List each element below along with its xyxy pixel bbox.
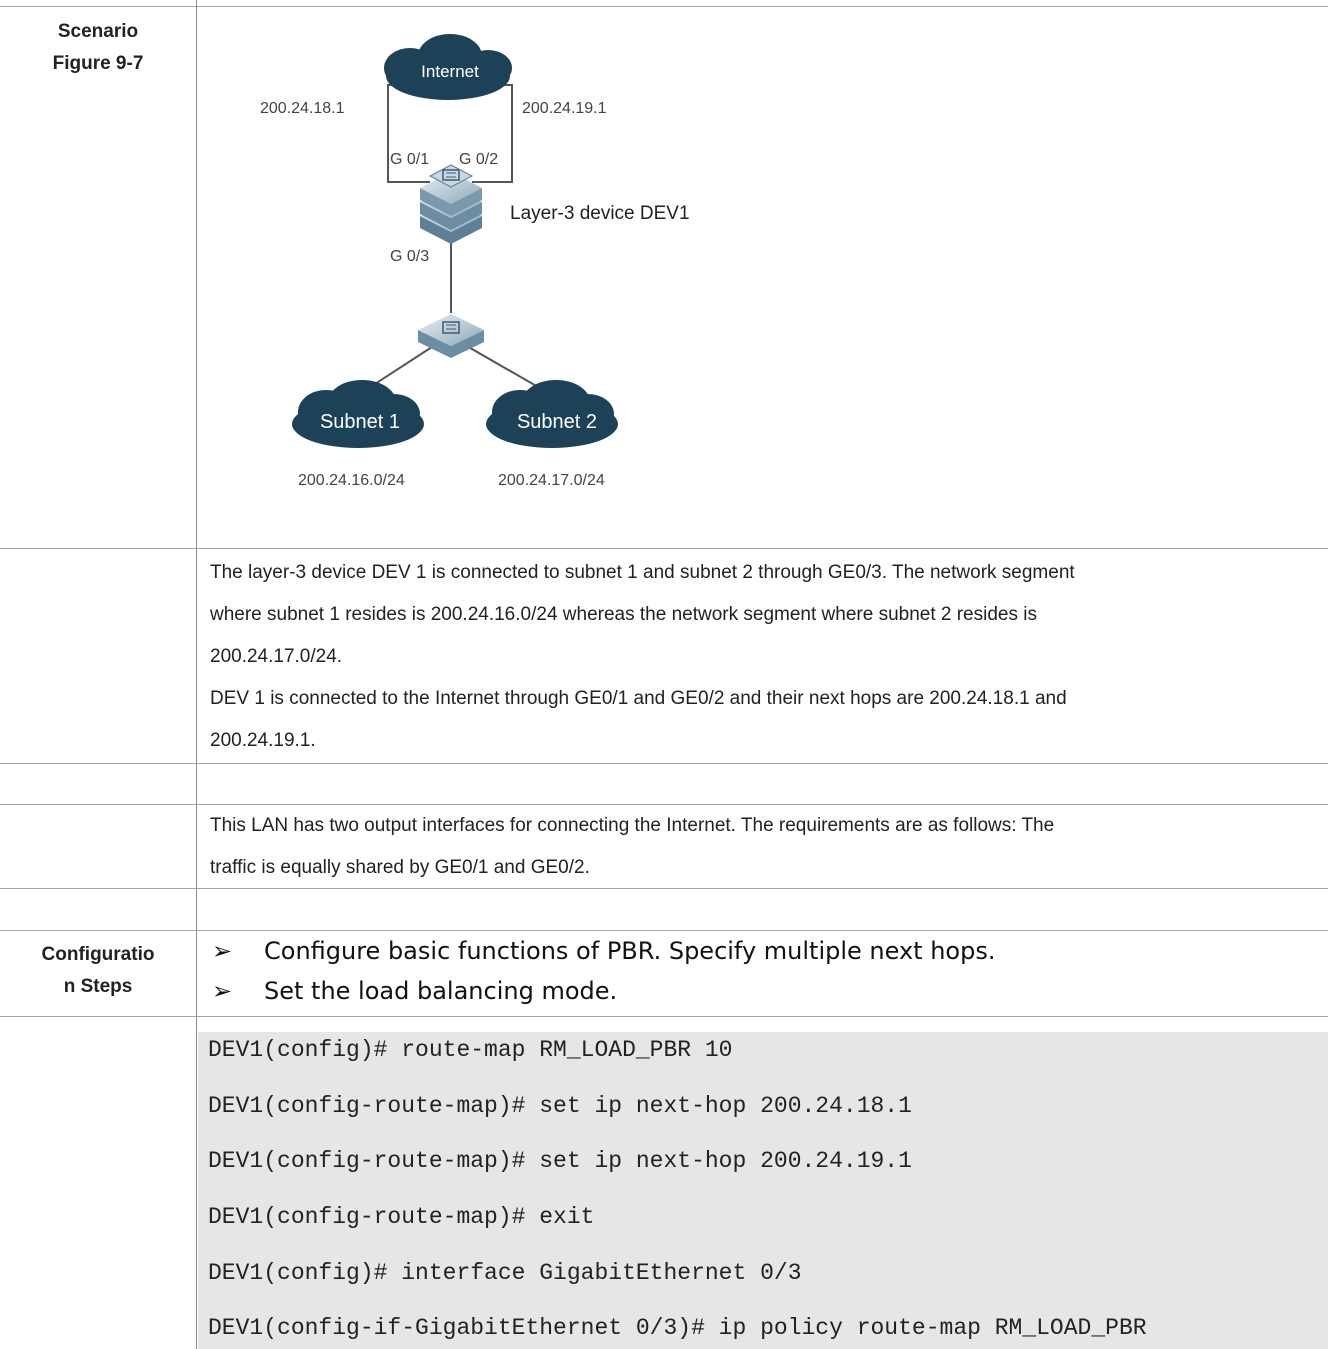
code-line: DEV1(config-route-map)# set ip next-hop … <box>208 1148 912 1174</box>
device-label: Layer-3 device DEV1 <box>510 203 690 224</box>
row-divider-empty-1 <box>0 804 1328 805</box>
description-line2: where subnet 1 resides is 200.24.16.0/24… <box>210 604 1037 625</box>
port-g01-label: G 0/1 <box>390 151 429 168</box>
row-divider-config <box>0 1016 1328 1017</box>
right-next-hop-label: 200.24.19.1 <box>522 100 607 117</box>
layer3-switch-icon <box>420 164 482 244</box>
table-top-border <box>0 6 1328 7</box>
bullet-arrow-icon: ➢ <box>212 977 233 1005</box>
internet-label: Internet <box>421 62 479 81</box>
configuration-steps-label: Configuratio n Steps <box>0 939 196 1003</box>
description-line4: DEV 1 is connected to the Internet throu… <box>210 688 1067 709</box>
scenario-label-line2: Figure 9-7 <box>52 53 144 74</box>
subnet2-ip-label: 200.24.17.0/24 <box>498 472 605 489</box>
requirements-line1: This LAN has two output interfaces for c… <box>210 815 1055 836</box>
description-line1: The layer-3 device DEV 1 is connected to… <box>210 562 1075 583</box>
requirements-text: This LAN has two output interfaces for c… <box>210 805 1320 889</box>
description-line3: 200.24.17.0/24. <box>210 646 343 667</box>
row-divider-description <box>0 763 1328 764</box>
internet-cloud-icon <box>384 34 512 100</box>
code-line: DEV1(config-if-GigabitEthernet 0/3)# ip … <box>208 1315 1147 1341</box>
config-label-line1: Configuratio <box>41 944 155 965</box>
left-next-hop-label: 200.24.18.1 <box>260 100 345 117</box>
scenario-label-line1: Scenario <box>57 21 139 42</box>
subnet2-cloud-icon <box>486 380 618 448</box>
config-step-1: ➢ Configure basic functions of PBR. Speci… <box>212 937 995 965</box>
config-step-2: ➢ Set the load balancing mode. <box>212 977 617 1005</box>
description-line5: 200.24.19.1. <box>210 730 316 751</box>
network-diagram: Internet 200.24.18.1 200.24.19.1 G 0/1 G… <box>260 34 690 489</box>
bullet-arrow-icon: ➢ <box>212 937 233 965</box>
access-switch-icon <box>418 314 484 358</box>
code-line: DEV1(config)# route-map RM_LOAD_PBR 10 <box>208 1037 733 1063</box>
subnet2-label: Subnet 2 <box>517 411 597 433</box>
config-step-2-text: Set the load balancing mode. <box>264 977 618 1005</box>
row-divider-requirements <box>0 888 1328 889</box>
subnet1-ip-label: 200.24.16.0/24 <box>298 472 405 489</box>
subnet1-cloud-icon <box>292 380 424 448</box>
code-line: DEV1(config-route-map)# exit <box>208 1204 595 1230</box>
cli-code-block: DEV1(config)# route-map RM_LOAD_PBR 10 D… <box>198 1032 1328 1349</box>
port-g02-label: G 0/2 <box>459 151 498 168</box>
scenario-description: The layer-3 device DEV 1 is connected to… <box>210 552 1320 762</box>
row-divider-diagram <box>0 548 1328 549</box>
code-line: DEV1(config-route-map)# set ip next-hop … <box>208 1093 912 1119</box>
requirements-line2: traffic is equally shared by GE0/1 and G… <box>210 857 590 878</box>
config-step-1-text: Configure basic functions of PBR. Specif… <box>264 937 996 965</box>
scenario-label: Scenario Figure 9-7 <box>0 16 196 80</box>
port-g03-label: G 0/3 <box>390 248 429 265</box>
config-label-line2: n Steps <box>63 976 133 997</box>
code-line: DEV1(config)# interface GigabitEthernet … <box>208 1260 802 1286</box>
row-divider-empty-2 <box>0 930 1328 931</box>
table-column-divider <box>196 0 197 1349</box>
subnet1-label: Subnet 1 <box>320 411 400 433</box>
